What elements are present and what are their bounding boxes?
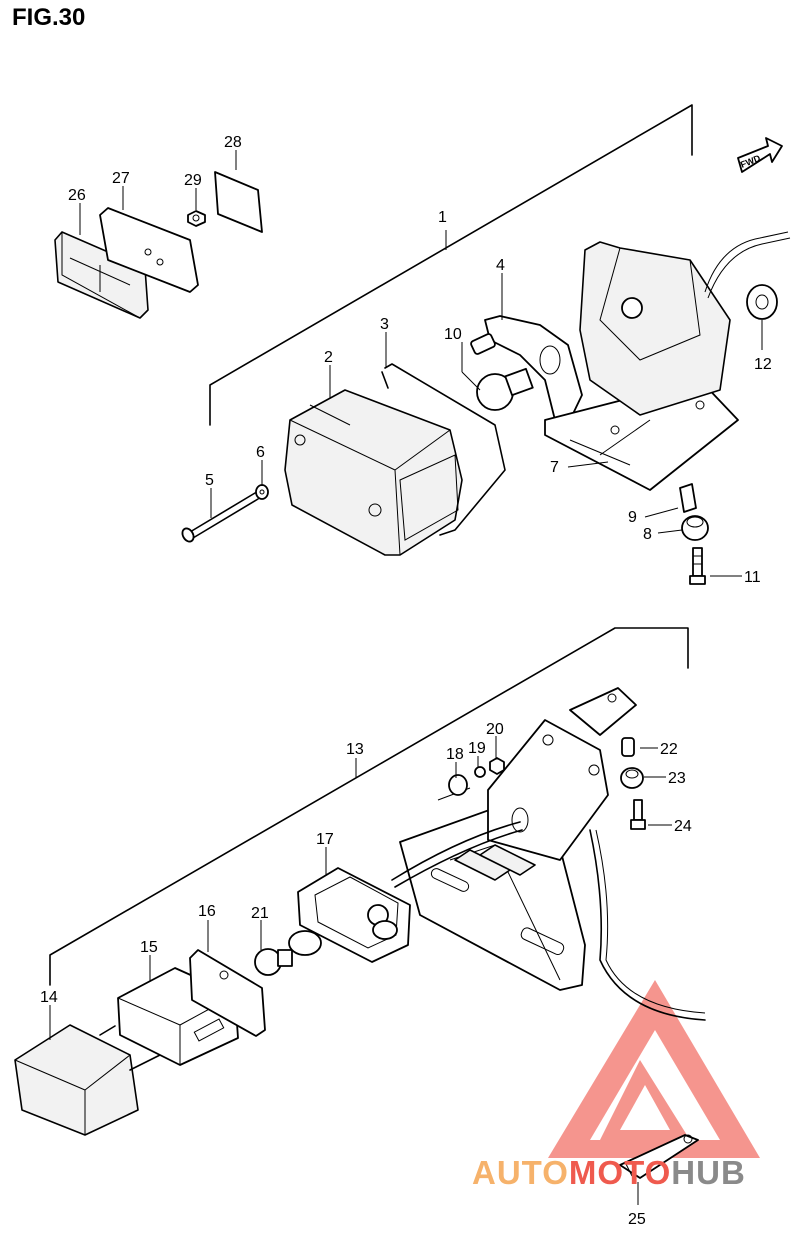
part-1-lamp-holder — [579, 231, 791, 416]
part-17-socket — [288, 867, 411, 963]
callout-11: 11 — [744, 569, 761, 586]
part-21-bulb — [254, 948, 293, 976]
callout-15: 15 — [140, 939, 158, 956]
part-3-gasket-frame — [381, 363, 506, 536]
leader-lines — [49, 150, 763, 1205]
part-27-gasket — [99, 207, 199, 293]
part-8-cushion — [681, 515, 709, 541]
callout-1: 1 — [438, 209, 447, 226]
part-14-lens — [14, 1024, 161, 1136]
callout-24: 24 — [674, 818, 692, 835]
callout-17: 17 — [316, 831, 334, 848]
callout-25: 25 — [628, 1211, 646, 1228]
assembly-1-bracket-lines — [209, 104, 693, 426]
callout-8: 8 — [643, 526, 652, 543]
part-24-bolt — [630, 799, 646, 830]
part-11-bolt — [689, 547, 706, 585]
callout-29: 29 — [184, 172, 202, 189]
part-6-washer — [255, 484, 269, 500]
part-29-nut — [187, 210, 206, 227]
callout-18: 18 — [446, 746, 464, 763]
part-12-grommet — [746, 284, 778, 320]
watermark-moto: MOTO — [569, 1154, 671, 1191]
figure-title: FIG.30 — [12, 4, 86, 31]
part-19-washer — [474, 766, 486, 778]
watermark-text: AUTOMOTOHUB — [472, 1154, 746, 1191]
callout-4: 4 — [496, 257, 505, 274]
part-26-lens — [54, 231, 149, 319]
callout-26: 26 — [68, 187, 86, 204]
callout-20: 20 — [486, 721, 504, 738]
part-25-clamp — [619, 1134, 699, 1179]
callout-2: 2 — [324, 349, 333, 366]
watermark-hub: HUB — [671, 1154, 746, 1191]
callout-6: 6 — [256, 444, 265, 461]
callout-19: 19 — [468, 740, 486, 757]
part-22-collar — [621, 737, 635, 757]
callout-5: 5 — [205, 472, 214, 489]
callout-9: 9 — [628, 509, 637, 526]
fwd-arrow: FWD — [737, 137, 783, 173]
part-18-collar — [437, 774, 471, 801]
part-28-plate — [214, 171, 263, 233]
watermark-logo — [548, 980, 760, 1158]
callout-7: 7 — [550, 459, 559, 476]
callout-16: 16 — [198, 903, 216, 920]
part-16-gasket — [189, 949, 266, 1037]
callout-14: 14 — [40, 989, 58, 1006]
part-9-collar — [679, 483, 697, 513]
callout-22: 22 — [660, 741, 678, 758]
callout-27: 27 — [112, 170, 130, 187]
callout-28: 28 — [224, 134, 242, 151]
callout-13: 13 — [346, 741, 364, 758]
part-2-tail-housing — [284, 389, 463, 556]
part-5-screw — [181, 492, 259, 543]
callout-3: 3 — [380, 316, 389, 333]
callout-10: 10 — [444, 326, 462, 343]
callout-23: 23 — [668, 770, 686, 787]
callout-numbers: 1 2 3 4 5 6 7 8 9 10 11 12 13 14 15 16 1… — [40, 134, 772, 1228]
part-23-cushion — [620, 767, 644, 789]
watermark-auto: AUTO — [472, 1154, 569, 1191]
part-20-nut — [489, 757, 505, 775]
part-13-upper-stay — [487, 687, 637, 861]
part-10-bulb — [470, 333, 534, 411]
wire-harness — [391, 821, 706, 1021]
assembly-13-bracket-lines — [49, 627, 689, 986]
callout-12: 12 — [754, 356, 772, 373]
callout-21: 21 — [251, 905, 269, 922]
